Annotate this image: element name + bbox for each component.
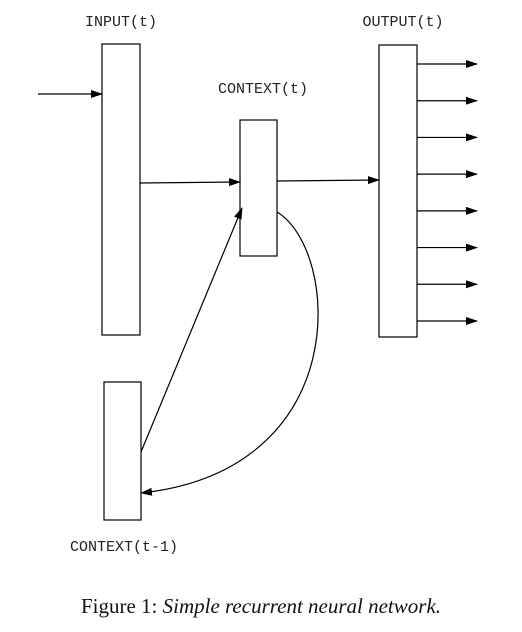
context-prev-label: CONTEXT(t-1) xyxy=(70,539,178,556)
context-copy-back-arrow xyxy=(140,211,319,496)
context-label: CONTEXT(t) xyxy=(218,81,308,98)
output-label: OUTPUT(t) xyxy=(362,14,443,31)
output-layer-box xyxy=(378,44,418,338)
caption-label: Figure 1: xyxy=(80,594,158,618)
output-arrows xyxy=(417,60,478,325)
context-to-output-arrow xyxy=(276,176,380,185)
context-prev-layer-box xyxy=(103,381,142,521)
context-prev-to-context-arrow xyxy=(140,207,243,453)
figure-caption: Figure 1: Simple recurrent neural networ… xyxy=(0,594,522,619)
input-layer-box xyxy=(101,43,141,336)
context-layer-box xyxy=(239,119,278,257)
caption-text: Simple recurrent neural network. xyxy=(162,594,442,618)
input-to-context-arrow xyxy=(139,178,241,187)
input-label: INPUT(t) xyxy=(85,14,157,31)
